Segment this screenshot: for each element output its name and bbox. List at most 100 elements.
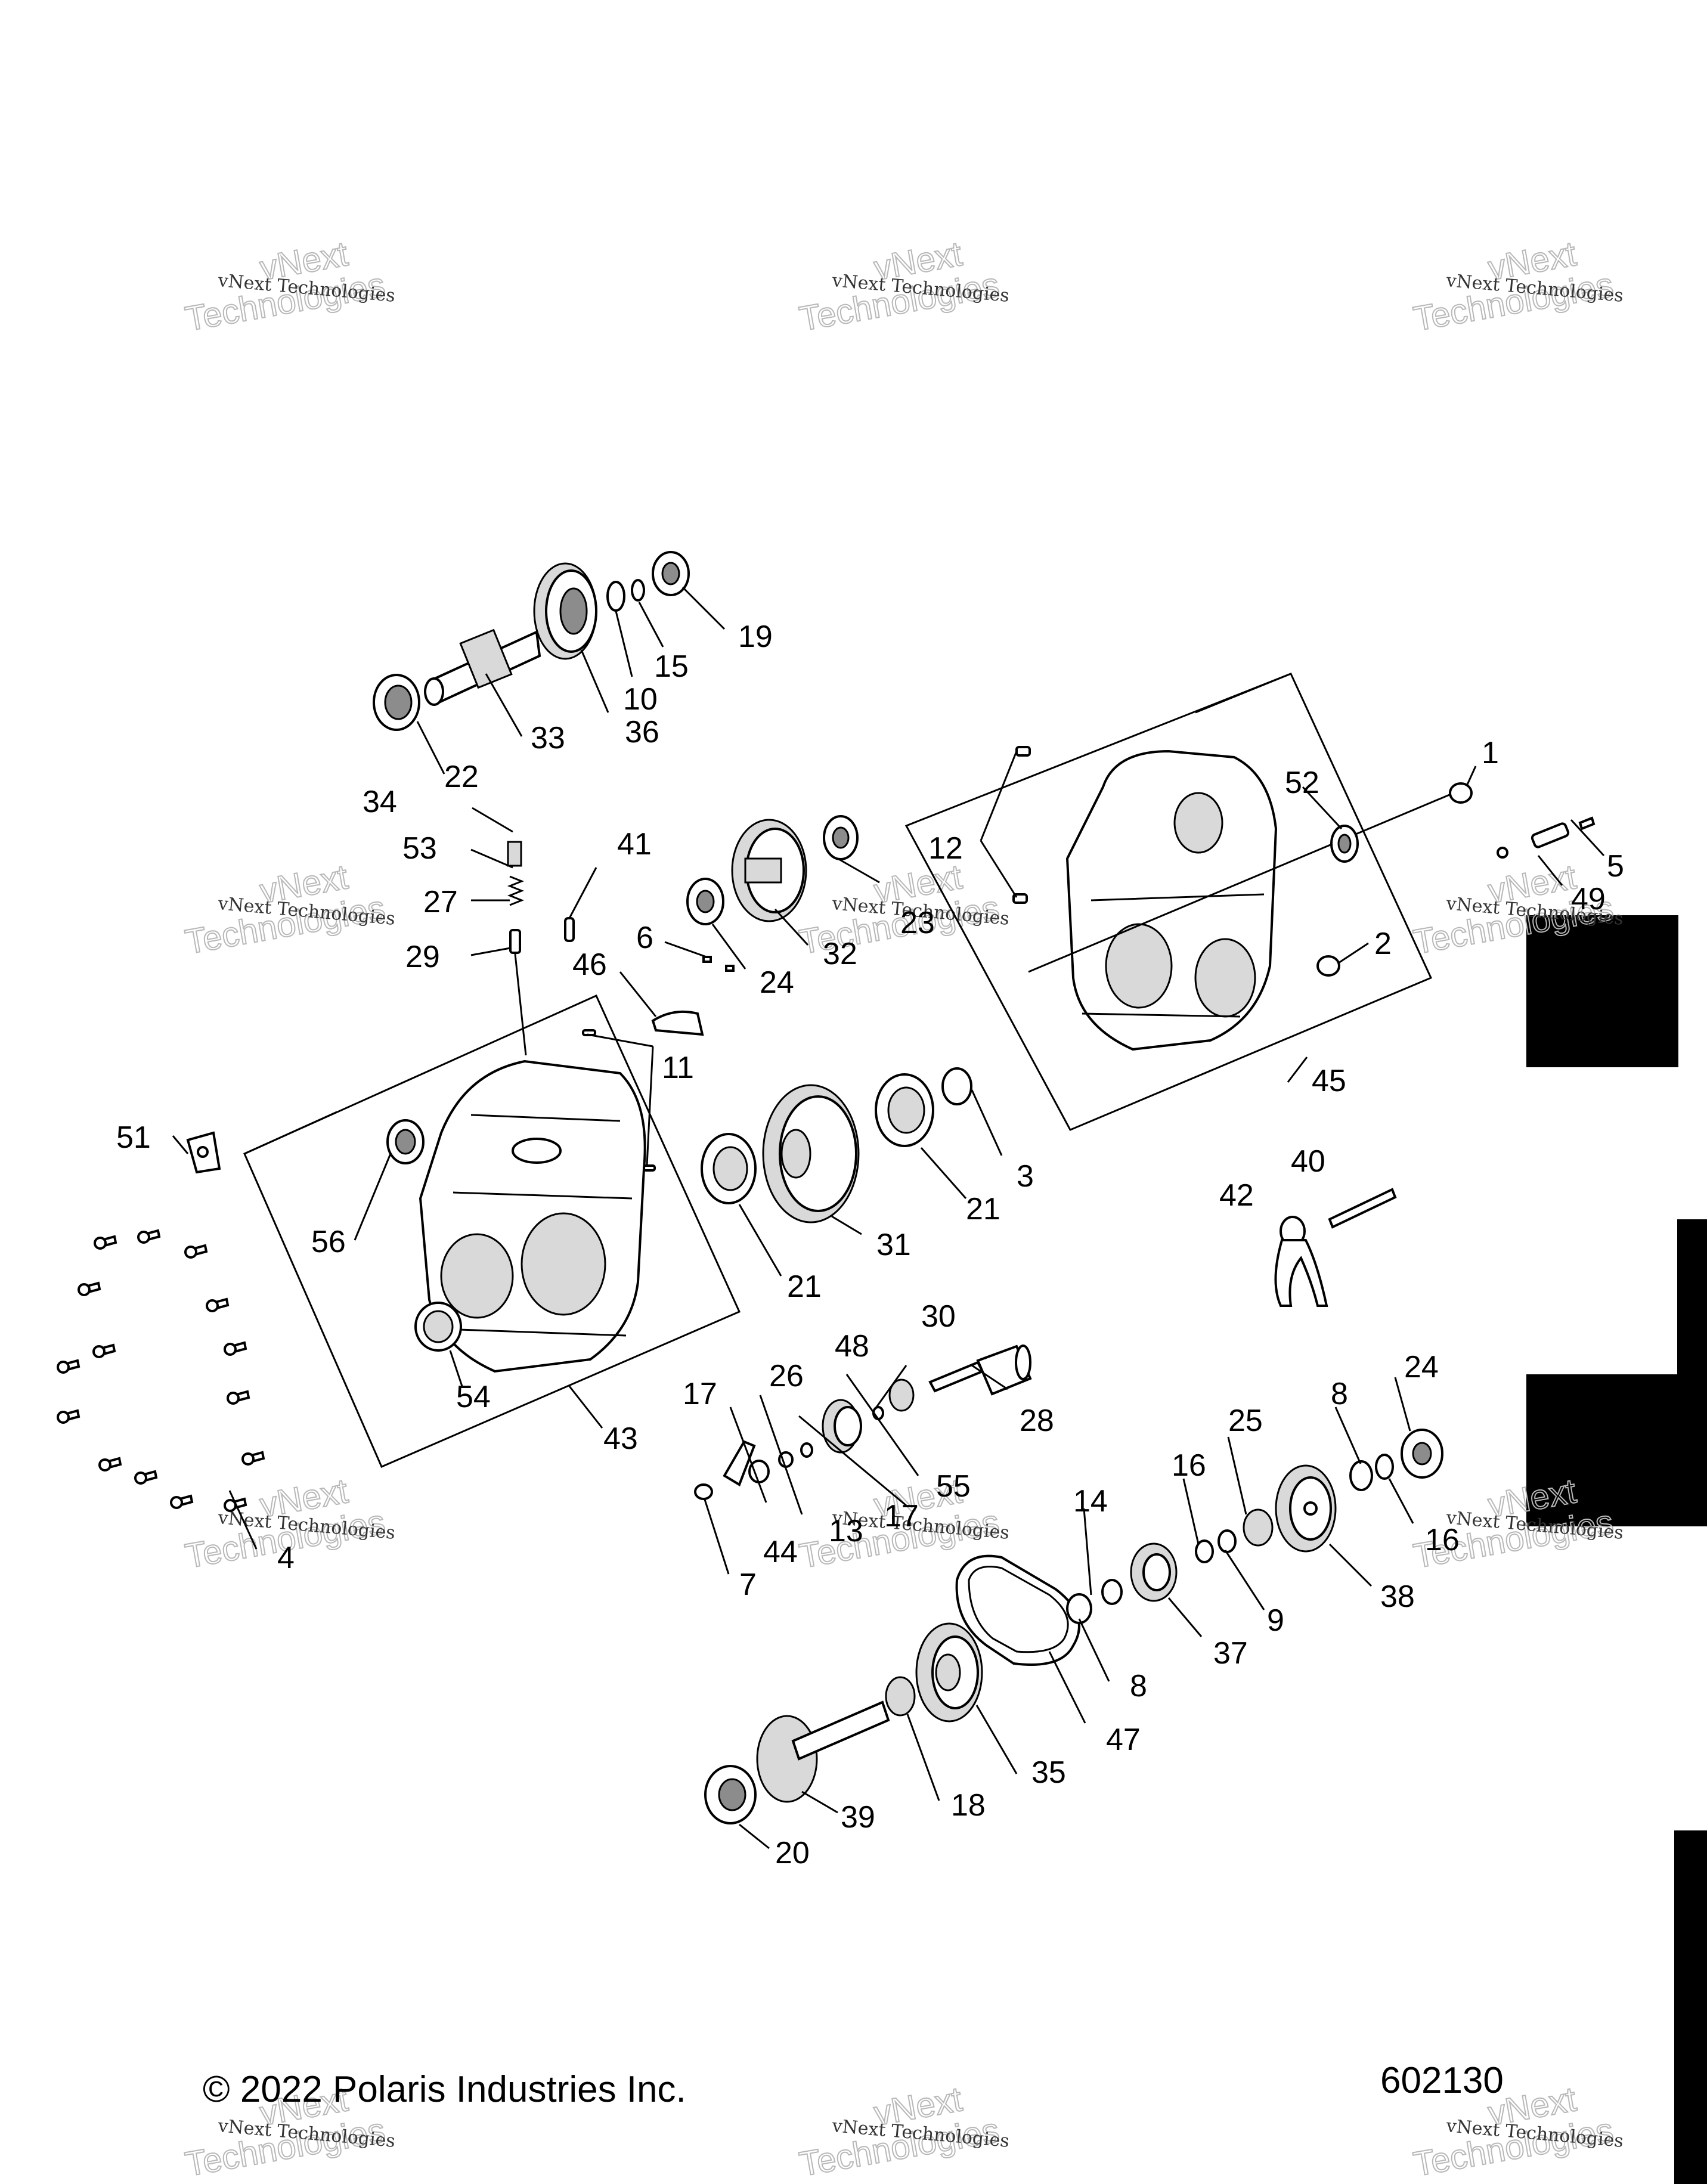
callout-24: 24 — [1404, 1350, 1439, 1384]
washer-26 — [800, 1442, 813, 1458]
callout-9: 9 — [1267, 1603, 1284, 1638]
ring-16-upper — [1375, 1454, 1394, 1480]
bearing-24-upper — [686, 878, 724, 925]
callout-16: 16 — [1425, 1523, 1460, 1557]
callout-37: 37 — [1213, 1636, 1248, 1671]
callout-17: 17 — [884, 1499, 919, 1534]
pins-6 — [702, 956, 735, 972]
watermark-bottom-right: Technologies vNext vNext Technologies — [1410, 2079, 1624, 2184]
plug-1 — [1449, 782, 1473, 804]
bearing-25 — [1243, 1508, 1274, 1547]
sensor-49 — [1497, 822, 1570, 859]
callout-11: 11 — [662, 1051, 694, 1085]
detent-plunger-stack — [507, 841, 527, 1056]
ring-8-upper — [1349, 1460, 1373, 1491]
callout-51: 51 — [116, 1120, 151, 1155]
seal-54 — [414, 1302, 462, 1352]
shaft-28 — [928, 1345, 1032, 1396]
callout-30: 30 — [921, 1299, 956, 1334]
gear-36 — [533, 562, 597, 660]
watermark-top-right: Technologies vNext vNext Technologies — [1410, 234, 1624, 339]
callout-43: 43 — [603, 1421, 638, 1456]
bearing-22 — [373, 674, 420, 731]
bolt-group-4 — [57, 1229, 265, 1512]
ring-8-lower — [1066, 1593, 1092, 1624]
seal-52 — [1330, 825, 1359, 863]
clip-46 — [651, 1010, 704, 1036]
callout-33: 33 — [531, 721, 565, 755]
callout-12: 12 — [928, 831, 963, 866]
callout-46: 46 — [572, 947, 607, 982]
frame-43-extension — [244, 1111, 337, 1155]
shaft-gear-39 — [756, 1700, 890, 1803]
callout-21: 21 — [787, 1269, 822, 1304]
callout-22: 22 — [444, 760, 479, 794]
callout-47: 47 — [1106, 1723, 1141, 1757]
callout-1: 1 — [1482, 736, 1499, 770]
ring-14 — [1101, 1579, 1123, 1605]
callout-41: 41 — [617, 827, 652, 862]
edge-tab-1 — [1526, 915, 1678, 1067]
frame-45-extension — [1195, 673, 1291, 714]
gear-35 — [915, 1622, 983, 1723]
callout-49: 49 — [1571, 882, 1606, 916]
callout-25: 25 — [1228, 1404, 1263, 1438]
callout-18: 18 — [951, 1788, 986, 1823]
callout-56: 56 — [311, 1225, 346, 1259]
callout-27: 27 — [423, 885, 458, 919]
ring-16-lower — [1195, 1539, 1214, 1563]
callout-26: 26 — [769, 1359, 804, 1393]
watermark-mid-left: Technologies vNext vNext Technologies — [182, 857, 396, 962]
case-frame-45 — [904, 673, 1433, 1131]
callout-52: 52 — [1285, 766, 1319, 800]
callout-5: 5 — [1607, 849, 1624, 884]
belt-47 — [955, 1554, 1080, 1666]
callout-44: 44 — [763, 1535, 798, 1569]
shaft-axis-right — [1028, 789, 1461, 973]
case-frame-43 — [243, 995, 741, 1468]
callout-36: 36 — [625, 715, 659, 749]
bracket-51 — [186, 1131, 221, 1174]
copyright-notice: © 2022 Polaris Industries Inc. — [203, 2069, 686, 2110]
callout-6: 6 — [636, 921, 653, 955]
edge-tab-4 — [1674, 1830, 1707, 2184]
callout-48: 48 — [835, 1329, 869, 1364]
callout-4: 4 — [277, 1541, 295, 1575]
callout-42: 42 — [1219, 1178, 1254, 1213]
collar-30 — [888, 1378, 915, 1412]
shift-rod-40 — [1328, 1188, 1397, 1229]
edge-tab-3 — [1526, 1374, 1707, 1526]
callout-labels: 22 33 36 10 15 19 34 53 27 29 41 46 6 24… — [116, 619, 1624, 1870]
watermark-bottom-center: Technologies vNext vNext Technologies — [796, 2079, 1010, 2184]
plug-2 — [1316, 955, 1340, 977]
gear-31 — [762, 1084, 860, 1223]
callout-17: 17 — [683, 1377, 717, 1411]
pin-41 — [564, 917, 575, 942]
ring-15 — [631, 579, 645, 602]
callout-34: 34 — [363, 785, 397, 819]
callout-13: 13 — [829, 1514, 863, 1548]
dowel-pins-12 — [1012, 746, 1031, 904]
bearing-21-left — [701, 1133, 757, 1204]
carrier-37 — [1130, 1542, 1178, 1602]
sleeve-18 — [885, 1676, 916, 1717]
callout-14: 14 — [1073, 1484, 1108, 1519]
callout-19: 19 — [738, 619, 773, 654]
figure-number: 602130 — [1380, 2060, 1504, 2101]
bearing-23 — [823, 815, 859, 860]
seal-56 — [386, 1119, 425, 1164]
leader-lines — [172, 586, 1605, 1850]
bearing-21-right — [875, 1073, 934, 1147]
ring-9 — [1217, 1529, 1237, 1553]
ring-3 — [941, 1067, 972, 1105]
callout-10: 10 — [623, 682, 658, 717]
callout-16: 16 — [1172, 1448, 1206, 1483]
bearing-19 — [652, 551, 690, 596]
callout-38: 38 — [1380, 1579, 1415, 1614]
screw-5 — [1578, 816, 1596, 831]
callout-32: 32 — [823, 937, 857, 971]
edge-tab-2 — [1677, 1219, 1707, 1374]
gear-48 — [822, 1399, 862, 1454]
callout-24: 24 — [760, 965, 794, 1000]
gear-32 — [731, 819, 807, 922]
